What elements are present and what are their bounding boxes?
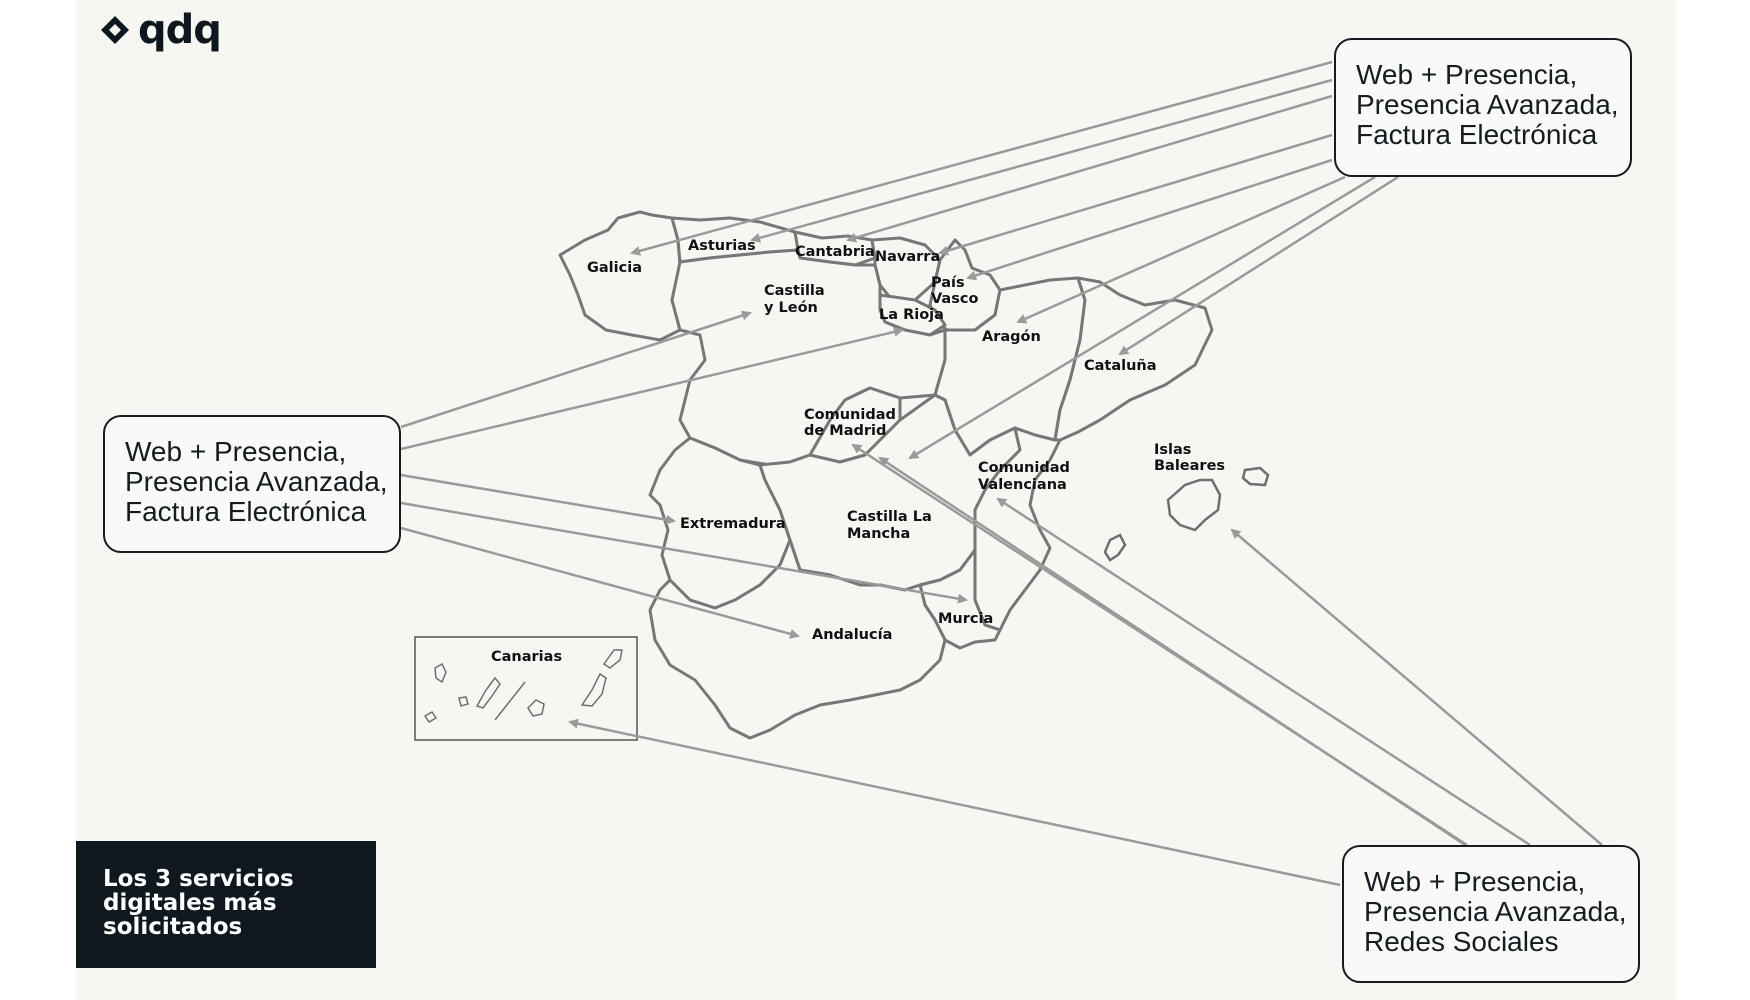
- label-castilla-leon-2: y León: [764, 300, 818, 316]
- arrow-l-castilla-leon: [400, 310, 752, 429]
- canarias-inset-frame: [414, 636, 638, 741]
- arrow-tr-pais-vasco: [966, 158, 1333, 281]
- label-valenciana-1: Comunidad: [978, 460, 1070, 476]
- island-gran-canaria: [527, 699, 545, 717]
- title-line: digitales más: [103, 890, 277, 916]
- label-castilla-la-mancha-1: Castilla La: [847, 509, 932, 525]
- arrow-br-baleares: [1230, 528, 1603, 846]
- label-navarra: Navarra: [875, 249, 940, 265]
- label-cantabria: Cantabria: [795, 244, 875, 260]
- arrows: [400, 60, 1603, 887]
- title-box: Los 3 servicios digitales más solicitado…: [76, 841, 376, 968]
- label-andalucia: Andalucía: [812, 627, 892, 643]
- arrow-l-la-rioja: [400, 326, 904, 451]
- callout-bottom-right: Web + Presencia, Presencia Avanzada, Red…: [1342, 845, 1640, 983]
- label-la-rioja: La Rioja: [879, 307, 944, 323]
- label-cataluna: Cataluña: [1084, 358, 1157, 374]
- island-la-gomera: [458, 696, 469, 707]
- title-line: solicitados: [103, 914, 243, 940]
- arrow-tr-cantabria: [846, 94, 1333, 243]
- arrow-tr-navarra: [938, 133, 1333, 256]
- island-ibiza: [1103, 533, 1127, 562]
- arrow-tr-cataluna: [1118, 175, 1399, 356]
- arrow-tr-valenciana: [908, 175, 1376, 460]
- region-valenciana: [973, 426, 1062, 632]
- arrow-br-canarias: [568, 718, 1341, 887]
- mainland-regions: [558, 210, 1214, 740]
- label-baleares-1: Islas: [1154, 442, 1191, 458]
- label-valenciana-2: Valenciana: [978, 477, 1067, 493]
- diamond-logo-icon: [101, 16, 129, 44]
- callout-line: Web + Presencia,: [1364, 866, 1586, 897]
- label-galicia: Galicia: [587, 260, 642, 276]
- label-extremadura: Extremadura: [680, 516, 786, 532]
- arrow-tr-aragon: [1016, 175, 1346, 324]
- region-pais-vasco: [870, 236, 942, 302]
- callout-line: Web + Presencia,: [125, 436, 347, 467]
- arrow-l-murcia: [400, 501, 968, 604]
- label-pais-vasco-2: Vasco: [931, 291, 978, 307]
- title-line: Los 3 servicios: [103, 866, 294, 892]
- island-fuerteventura: [580, 672, 607, 707]
- island-la-palma: [434, 662, 447, 684]
- label-asturias: Asturias: [688, 238, 756, 254]
- island-mallorca: [1166, 478, 1222, 532]
- island-el-hierro: [423, 711, 438, 723]
- callout-top-right: Web + Presencia, Presencia Avanzada, Fac…: [1334, 38, 1632, 177]
- island-menorca: [1241, 466, 1270, 487]
- arrow-br-castilla-la-mancha: [878, 456, 1466, 847]
- callout-left: Web + Presencia, Presencia Avanzada, Fac…: [103, 415, 401, 553]
- callout-line: Factura Electrónica: [1356, 119, 1598, 150]
- label-madrid-2: de Madrid: [804, 423, 886, 439]
- arrow-br-comunidad-valenciana: [996, 497, 1531, 847]
- callout-line: Presencia Avanzada,: [1356, 89, 1619, 120]
- label-murcia: Murcia: [938, 611, 993, 627]
- brand-logo: qdq: [100, 7, 222, 53]
- label-madrid-1: Comunidad: [804, 407, 896, 423]
- region-castilla-leon: [670, 248, 947, 467]
- region-andalucia: [648, 538, 947, 740]
- region-galicia: [558, 210, 682, 342]
- region-labels: Galicia Asturias Cantabria Navarra País …: [491, 238, 1225, 665]
- canarias-divider: [494, 681, 526, 721]
- label-aragon: Aragón: [982, 329, 1041, 345]
- callout-line: Web + Presencia,: [1356, 59, 1578, 90]
- arrow-tr-galicia: [630, 60, 1333, 256]
- island-tenerife: [475, 676, 501, 709]
- balearic-islands: [1103, 466, 1270, 562]
- arrow-l-extremadura: [400, 473, 676, 525]
- label-baleares-2: Baleares: [1154, 458, 1225, 474]
- island-lanzarote: [602, 649, 623, 669]
- arrow-l-andalucia: [400, 526, 800, 639]
- callout-line: Presencia Avanzada,: [125, 466, 388, 497]
- canarias-inset: [414, 636, 638, 741]
- callout-line: Factura Electrónica: [125, 496, 367, 527]
- callout-line: Redes Sociales: [1364, 926, 1559, 957]
- label-canarias: Canarias: [491, 649, 562, 665]
- region-cataluna: [1053, 276, 1214, 442]
- label-pais-vasco-1: País: [931, 275, 965, 291]
- arrow-tr-asturias: [750, 78, 1333, 243]
- callout-line: Presencia Avanzada,: [1364, 896, 1627, 927]
- brand-name: qdq: [138, 7, 222, 53]
- label-castilla-leon-1: Castilla: [764, 283, 825, 299]
- label-castilla-la-mancha-2: Mancha: [847, 526, 910, 542]
